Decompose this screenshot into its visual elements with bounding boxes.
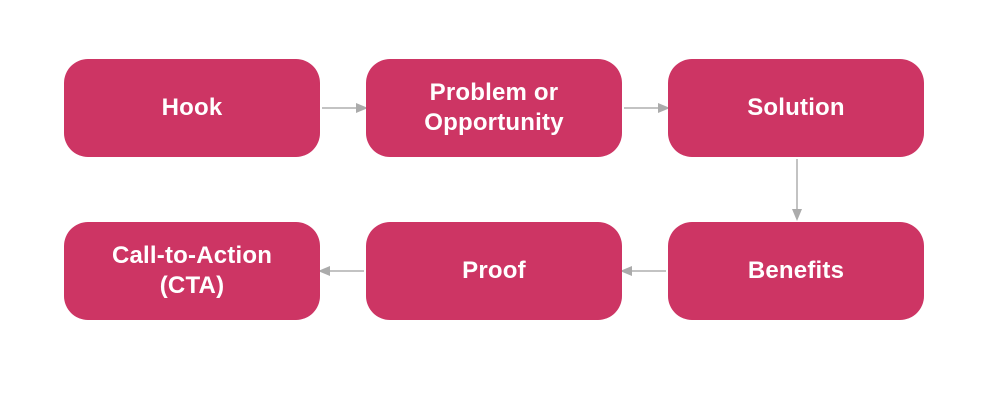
node-solution-label: Solution	[747, 94, 845, 121]
node-problem-or-opportunity-label: Problem or Opportunity	[424, 79, 564, 136]
arrow-left-icon	[620, 266, 666, 276]
arrow-down-icon	[792, 159, 802, 221]
arrow-right-icon	[624, 103, 670, 113]
node-benefits-label: Benefits	[747, 257, 845, 284]
node-proof-label: Proof	[462, 257, 526, 284]
node-proof: Proof	[366, 222, 622, 320]
node-hook: Hook	[64, 59, 320, 157]
node-hook-label: Hook	[161, 94, 223, 121]
arrow-left-icon	[318, 266, 364, 276]
node-call-to-action-label: Call-to-Action (CTA)	[111, 242, 273, 299]
node-problem-or-opportunity: Problem or Opportunity	[366, 59, 622, 157]
node-solution: Solution	[668, 59, 924, 157]
arrow-right-icon	[322, 103, 368, 113]
node-benefits: Benefits	[668, 222, 924, 320]
node-call-to-action: Call-to-Action (CTA)	[64, 222, 320, 320]
